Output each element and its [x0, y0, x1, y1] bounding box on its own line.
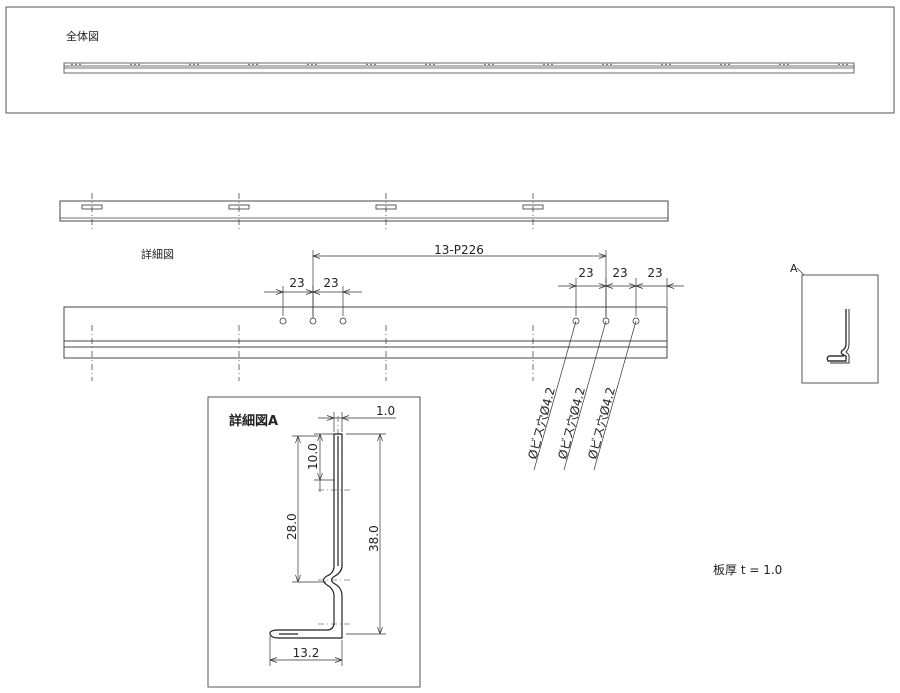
right-dim-3: 23	[647, 266, 662, 280]
overall-hole-dot	[728, 63, 730, 66]
overall-hole-dot	[71, 63, 73, 66]
plate-thickness-note: 板厚 t = 1.0	[713, 563, 782, 577]
detail-a-centerlines	[318, 416, 352, 625]
hole-note-leaders	[533, 320, 637, 471]
dim-38-label: 38.0	[367, 525, 381, 552]
overall-hole-dot	[492, 63, 494, 66]
overall-hole-dot	[315, 63, 317, 66]
overall-hole-dot	[193, 63, 195, 66]
hole-note-1: Øビス穴Ø4.2	[524, 385, 558, 460]
overall-hole-dot	[602, 63, 604, 66]
dim-thickness-label: 1.0	[376, 404, 395, 418]
detail-view: 詳細図 13-P226	[63, 243, 684, 471]
dim-13-label: 13.2	[293, 646, 320, 660]
overall-hole-dot	[75, 63, 77, 66]
hole-note-2: Øビス穴Ø4.2	[554, 385, 588, 460]
overall-hole-dot	[197, 63, 199, 66]
detail-rail	[63, 306, 668, 359]
right-hole-dimensions	[558, 278, 684, 316]
screw-holes	[279, 317, 640, 325]
top-view-slot	[228, 193, 250, 229]
overall-view-frame	[5, 6, 895, 114]
overall-hole-dot	[669, 63, 671, 66]
overall-hole-dot	[547, 63, 549, 66]
screw-hole	[279, 317, 287, 325]
overall-hole-dot	[606, 63, 608, 66]
dim-10-label: 10.0	[306, 443, 320, 470]
detail-a-title: 詳細図A	[229, 413, 278, 429]
detail-a: 詳細図A 1.0 10.0	[207, 396, 421, 688]
overall-hole-dot	[256, 63, 258, 66]
overall-hole-dot	[366, 63, 368, 66]
overall-hole-dot	[838, 63, 840, 66]
overall-hole-dot	[488, 63, 490, 66]
overall-hole-dot	[248, 63, 250, 66]
section-a-frame	[801, 274, 879, 384]
dim-thickness	[318, 412, 396, 432]
overall-hole-dot	[724, 63, 726, 66]
screw-hole	[309, 317, 317, 325]
dim-28	[292, 435, 326, 583]
screw-hole	[339, 317, 347, 325]
overall-hole-dot	[661, 63, 663, 66]
overall-hole-dot	[370, 63, 372, 66]
pitch-dimension-label: 13-P226	[434, 243, 484, 257]
overall-hole-dot	[425, 63, 427, 66]
overall-hole-dot	[779, 63, 781, 66]
right-dim-2: 23	[612, 266, 627, 280]
overall-hole-dot	[787, 63, 789, 66]
detail-centerlines	[91, 325, 534, 381]
top-view-slot	[522, 193, 544, 229]
dim-13	[269, 636, 343, 666]
overall-view-title: 全体図	[66, 29, 99, 43]
overall-hole-dot	[374, 63, 376, 66]
overall-hole-dot	[551, 63, 553, 66]
detail-view-title: 詳細図	[141, 247, 174, 261]
overall-hole-dot	[665, 63, 667, 66]
section-a-title: A	[790, 262, 798, 275]
overall-hole-dot	[252, 63, 254, 66]
dim-28-label: 28.0	[285, 513, 299, 540]
overall-hole-dot	[134, 63, 136, 66]
overall-hole-dot	[783, 63, 785, 66]
overall-hole-dot	[138, 63, 140, 66]
overall-hole-dot	[610, 63, 612, 66]
overall-hole-dot	[543, 63, 545, 66]
overall-hole-dot	[311, 63, 313, 66]
overall-rail	[63, 62, 855, 74]
pitch-dimension	[312, 250, 607, 318]
overall-hole-dot	[433, 63, 435, 66]
overall-hole-dot	[307, 63, 309, 66]
section-a-profile	[826, 309, 847, 362]
overall-hole-dot	[429, 63, 431, 66]
overall-hole-dot	[842, 63, 844, 66]
overall-hole-dot	[79, 63, 81, 66]
top-view	[59, 193, 669, 229]
hole-note-3: Øビス穴Ø4.2	[584, 385, 618, 460]
overall-hole-dot	[720, 63, 722, 66]
overall-hole-dot	[189, 63, 191, 66]
section-a: A	[790, 262, 879, 384]
top-view-slot	[81, 193, 103, 229]
top-view-slot	[375, 193, 397, 229]
overall-hole-dot	[484, 63, 486, 66]
left-dim-2: 23	[323, 276, 338, 290]
dim-38	[346, 433, 386, 635]
left-dim-1: 23	[289, 276, 304, 290]
overall-hole-dot	[130, 63, 132, 66]
overall-hole-dot	[846, 63, 848, 66]
detail-a-frame	[207, 396, 421, 688]
right-dim-1: 23	[578, 266, 593, 280]
dim-10	[314, 433, 334, 492]
top-view-rail	[59, 200, 669, 222]
overall-hole-marks	[71, 63, 848, 66]
overall-view: 全体図	[5, 6, 895, 114]
left-hole-dimensions	[264, 286, 362, 316]
